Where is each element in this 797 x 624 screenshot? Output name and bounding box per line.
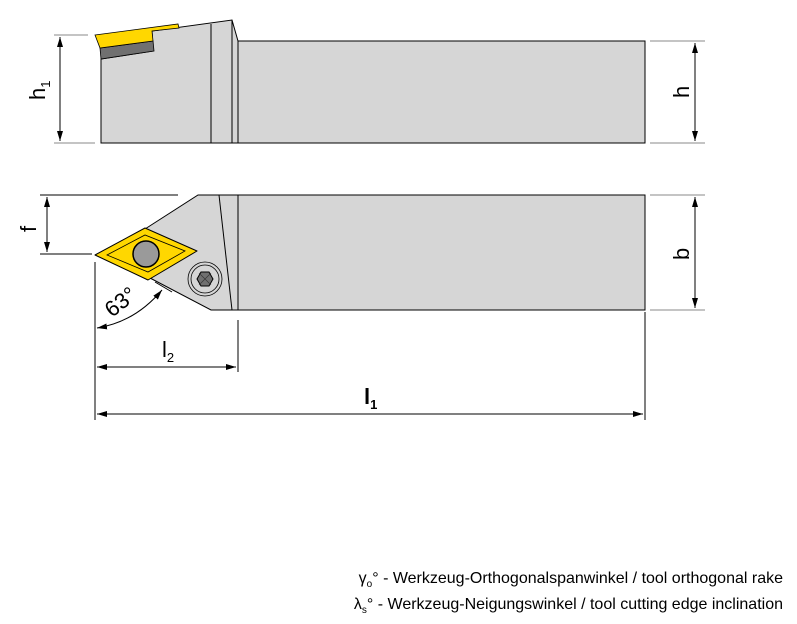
side-view [94,19,646,144]
dimension-angle: 63° [96,281,173,330]
svg-text:l1: l1 [364,384,377,412]
dimension-l1: l1 [97,312,646,420]
dimension-l2: l2 [94,262,239,420]
svg-text:h1: h1 [25,81,53,100]
svg-text:l2: l2 [162,337,174,365]
dimension-h: h [650,40,705,144]
svg-text:h: h [669,86,694,98]
holder-head-side [100,19,646,144]
legend-inclination-angle: λs° - Werkzeug-Neigungswinkel / tool cut… [353,596,783,617]
svg-text:f: f [16,225,41,232]
clamp-screw-icon [187,261,223,297]
insert-side [94,23,180,49]
svg-text:63°: 63° [100,282,142,322]
dimension-b: b [650,194,705,311]
dimension-h1: h1 [25,34,95,144]
svg-text:b: b [669,248,694,260]
dimension-f: f [16,194,178,255]
top-view [94,194,646,311]
holder-head-top [144,194,646,311]
insert-pin [132,240,160,268]
legend-rake-angle: γo° - Werkzeug-Orthogonalspanwinkel / to… [358,570,783,591]
